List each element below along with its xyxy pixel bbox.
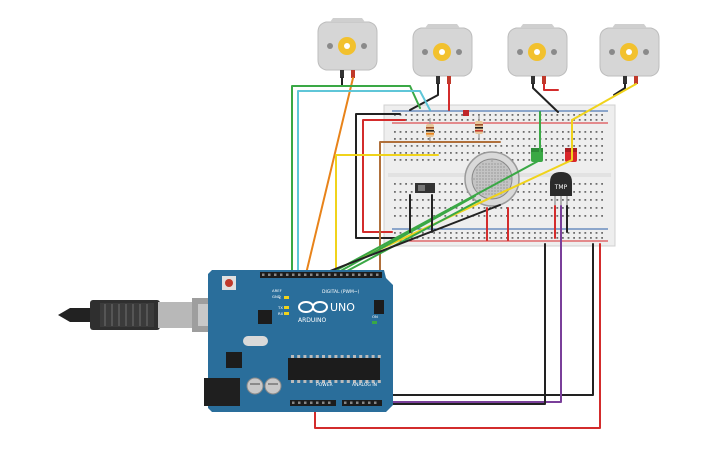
wire-black-right2 bbox=[345, 243, 546, 405]
dc-motor-2[interactable] bbox=[412, 24, 473, 84]
wire-red-motor3 bbox=[543, 83, 559, 91]
crystal bbox=[243, 336, 268, 346]
on-led-label: ON bbox=[372, 314, 378, 319]
analog-header-label: ANALOG IN bbox=[352, 382, 377, 388]
wire-green-diag2 bbox=[327, 195, 476, 279]
usb-cable bbox=[58, 298, 222, 332]
arduino-infinity-logo-icon bbox=[298, 301, 328, 313]
board-logo-label: ARDUINO bbox=[298, 317, 327, 324]
l-led-label: L bbox=[279, 295, 282, 300]
wire-red-right bbox=[314, 243, 601, 429]
arduino-uno-board[interactable]: DIGITAL (PWM~) AREF GND UNO ARDUINO TX R… bbox=[204, 270, 393, 412]
temperature-sensor[interactable]: TMP bbox=[550, 172, 572, 206]
wire-green-diag3 bbox=[333, 199, 481, 279]
wire-black-motor4 bbox=[613, 83, 626, 96]
digital-header-label: DIGITAL (PWM~) bbox=[322, 289, 360, 295]
breadboard[interactable] bbox=[383, 104, 616, 247]
slide-switch[interactable] bbox=[415, 183, 435, 193]
wire-black-diag bbox=[311, 204, 501, 279]
dc-motor-3[interactable] bbox=[507, 24, 568, 84]
wire-orange-motor1 bbox=[304, 77, 354, 279]
transistor-green[interactable] bbox=[531, 148, 543, 162]
wire-black-motor3 bbox=[532, 83, 559, 113]
wire-red-left bbox=[362, 119, 406, 233]
power-header bbox=[290, 400, 336, 406]
wires bbox=[291, 77, 637, 429]
aref-label: AREF bbox=[272, 288, 282, 293]
digital-header-pins bbox=[262, 273, 379, 276]
board-model-label: UNO bbox=[330, 301, 355, 314]
capacitor-1 bbox=[246, 377, 264, 395]
wire-cyan-top bbox=[297, 90, 431, 279]
wire-green-diag1 bbox=[321, 111, 541, 279]
wire-green-top bbox=[291, 85, 421, 279]
led[interactable] bbox=[463, 110, 469, 116]
usb-chip bbox=[258, 310, 272, 324]
wire-yellow-motor4 bbox=[571, 83, 637, 121]
rx-label: RX bbox=[278, 311, 284, 316]
atmega-chip bbox=[288, 358, 380, 380]
power-jack bbox=[204, 378, 240, 406]
wire-yellow-mid bbox=[335, 154, 439, 279]
sensor-mesh bbox=[473, 160, 511, 198]
capacitor-2 bbox=[264, 377, 282, 395]
wire-black-motor1 bbox=[341, 77, 346, 87]
power-header-label: POWER bbox=[316, 382, 333, 388]
dc-motor-4[interactable] bbox=[599, 24, 660, 84]
wire-black-right bbox=[365, 243, 594, 396]
wire-yellow-diag bbox=[317, 119, 573, 279]
sensor-label: TMP bbox=[554, 184, 568, 191]
breadboard-holes bbox=[394, 114, 603, 239]
dc-motor-1[interactable] bbox=[317, 18, 378, 78]
wire-black-left bbox=[355, 113, 401, 239]
gnd-label: GND bbox=[272, 294, 281, 299]
wire-purple bbox=[355, 205, 562, 403]
digital-header bbox=[260, 272, 382, 278]
resistor-2[interactable] bbox=[475, 116, 483, 140]
tx-label: TX bbox=[277, 305, 283, 310]
resistor-1[interactable] bbox=[426, 118, 434, 142]
